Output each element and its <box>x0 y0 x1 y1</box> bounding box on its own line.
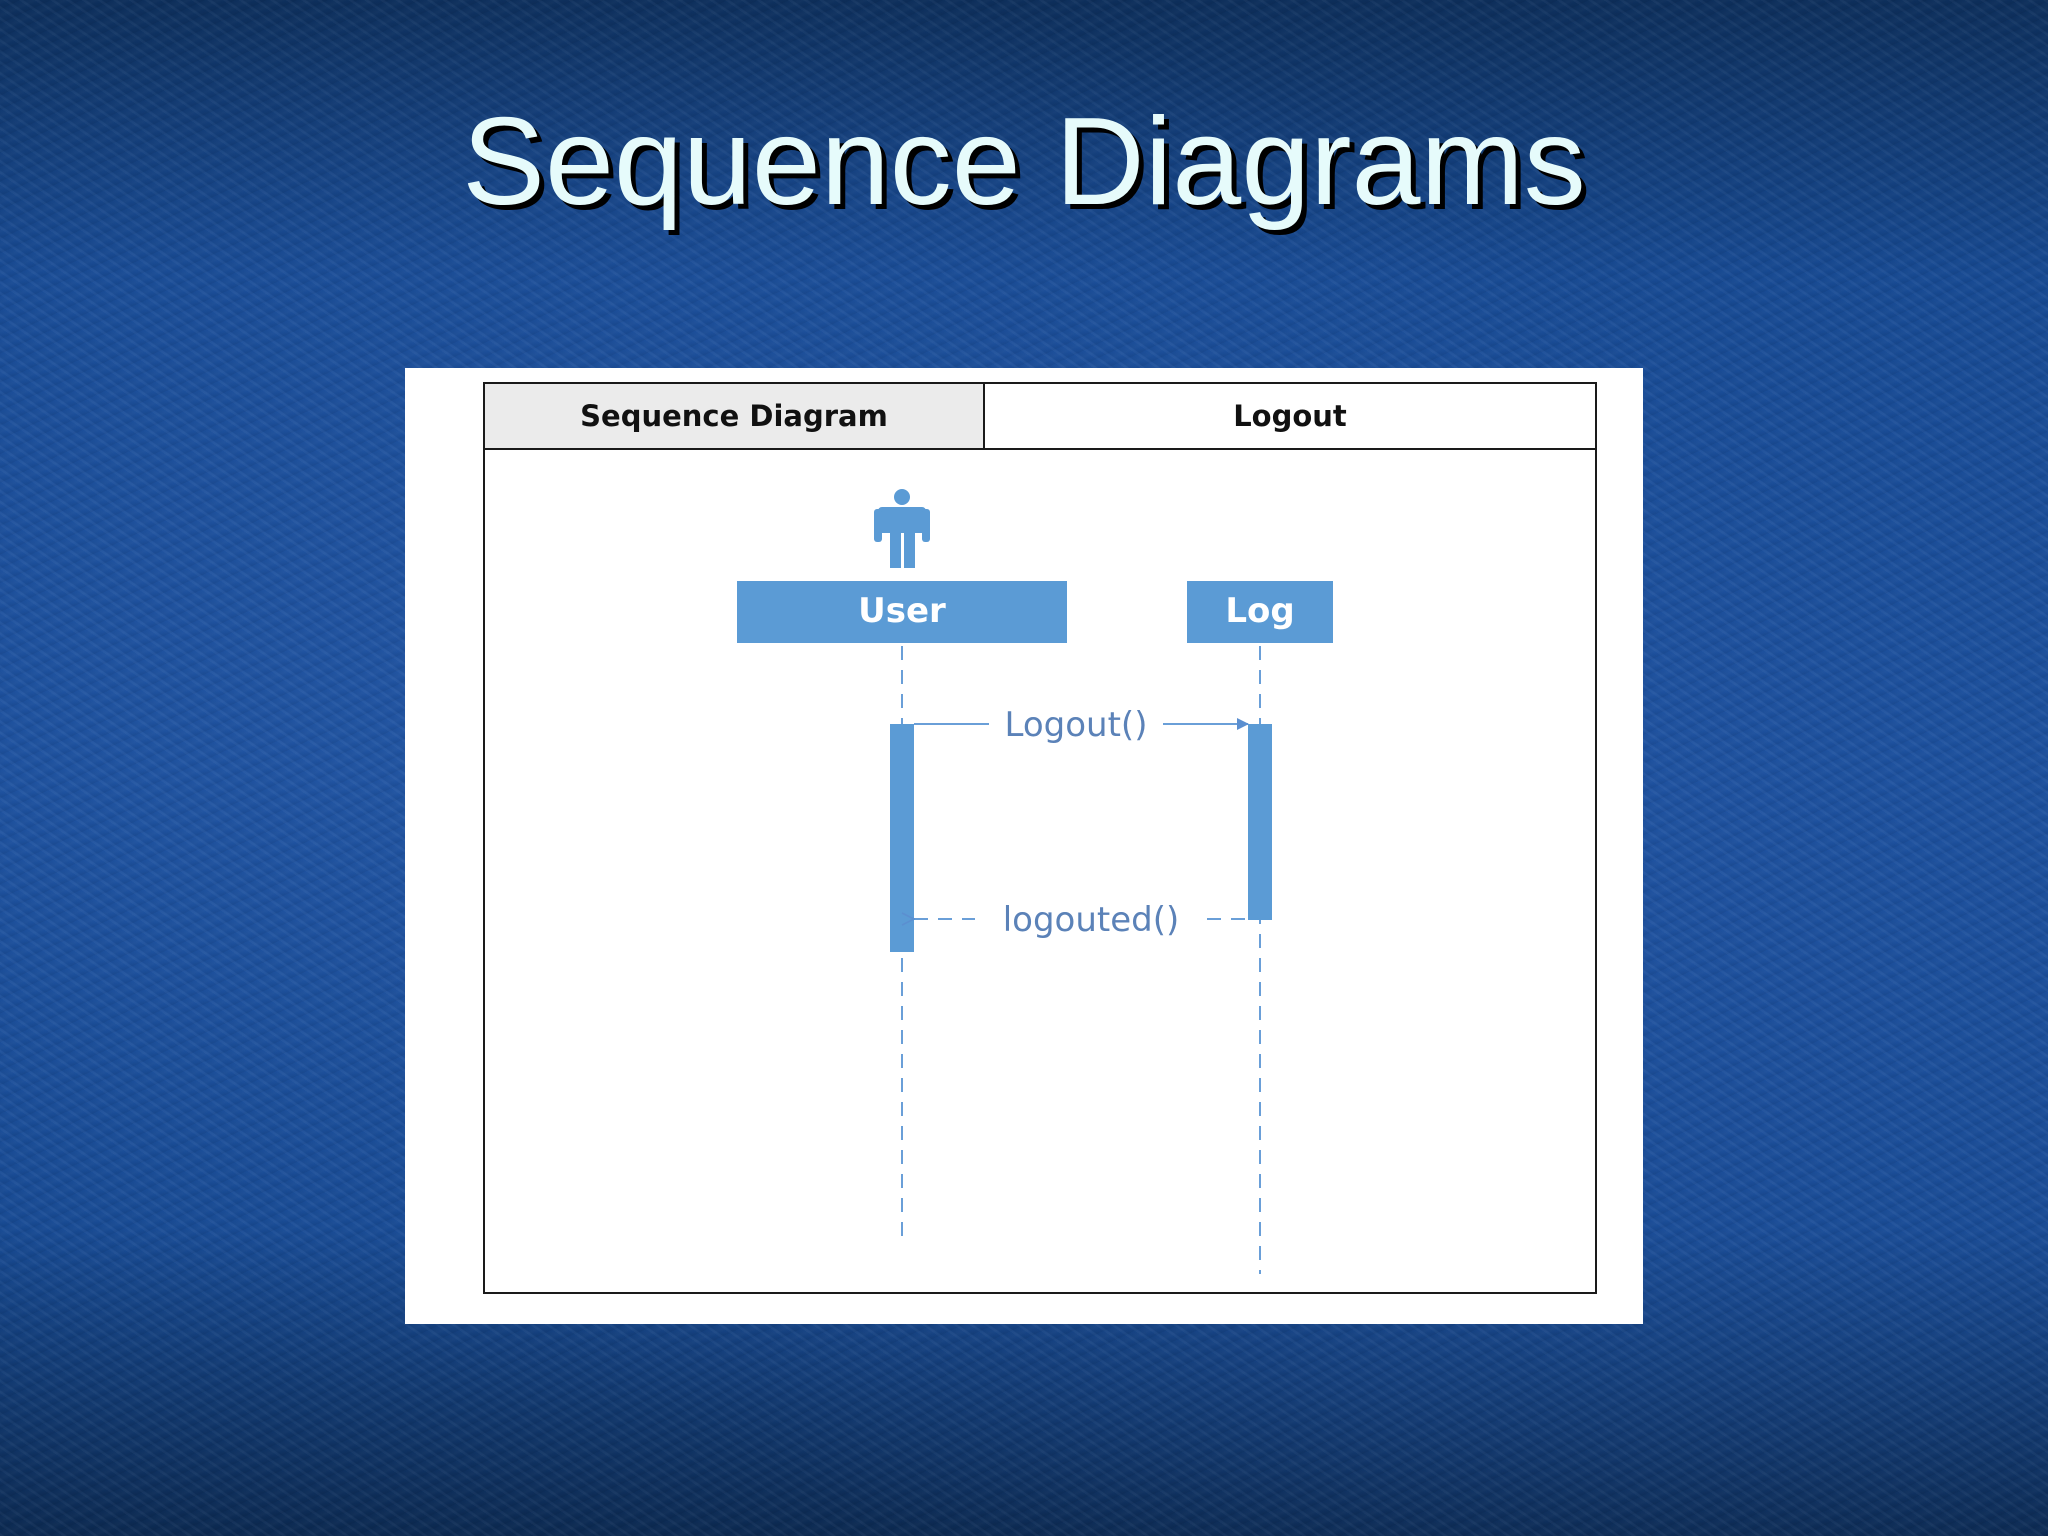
diagram-name-label: Logout <box>1233 399 1347 433</box>
lifeline-head-user <box>737 581 1067 643</box>
actor-person-icon <box>874 489 930 568</box>
message-label-logouted: logouted() <box>1003 900 1180 940</box>
diagram-frame: Sequence Diagram Logout <box>483 382 1597 1294</box>
lifeline-head-log <box>1187 581 1333 643</box>
activation-bar-user <box>890 724 914 952</box>
diagram-header: Sequence Diagram Logout <box>485 384 1595 450</box>
lifeline-label-user: User <box>858 591 946 631</box>
diagram-figure: Sequence Diagram Logout User Log <box>405 368 1643 1324</box>
message-label-logout: Logout() <box>1005 705 1148 745</box>
sequence-diagram-canvas: User Log Logout() logouted() <box>737 489 1333 1274</box>
lifeline-label-log: Log <box>1225 591 1294 631</box>
activation-bar-log <box>1248 724 1272 920</box>
diagram-type-label: Sequence Diagram <box>485 384 985 448</box>
slide-title: Sequence Diagrams <box>462 93 1586 231</box>
